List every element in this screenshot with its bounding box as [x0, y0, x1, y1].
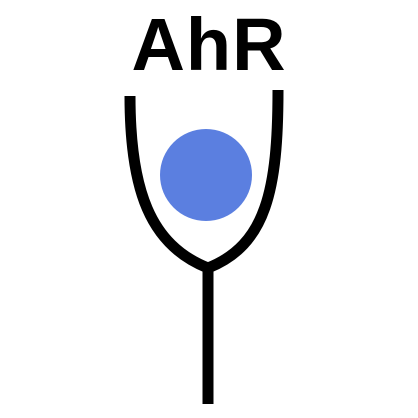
ligand-circle [160, 129, 252, 221]
receptor-title: AhR [131, 3, 287, 86]
